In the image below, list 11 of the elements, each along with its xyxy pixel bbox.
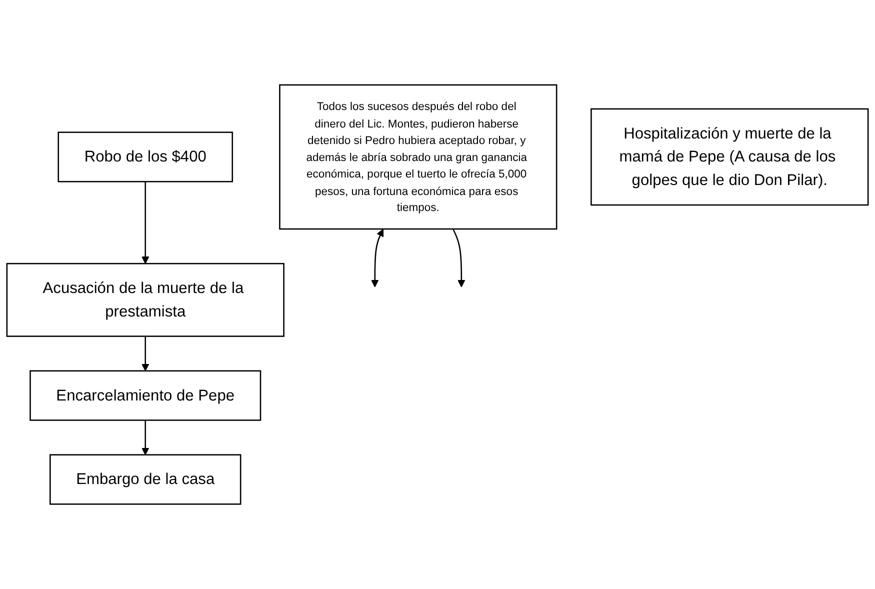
arrow <box>371 228 384 288</box>
node-box: Encarcelamiento de Pepe <box>30 370 262 421</box>
arrow <box>142 336 150 372</box>
node-box: Robo de los $400 <box>58 132 234 182</box>
arrow <box>142 420 150 456</box>
node-box: Hospitalización y muerte de la mamá de Pepe (A causa de los golpes que le dio Don Pilar). <box>590 108 869 206</box>
node-box: Todos los sucesos después del robo del dinero del Lic. Montes, pudieron haberse detenido si Pedro hubiera aceptado robar, y además le abría sobrado una gran ganancia económica, porque el tuerto le ofrecía 5,000 pesos, una fortuna económica para esos tiempos. <box>279 84 558 230</box>
arrow <box>142 182 150 264</box>
node-box: Acusación de la muerte de la prestamista <box>6 262 284 337</box>
node-box: Embargo de la casa <box>50 454 242 505</box>
arrow <box>452 228 466 288</box>
